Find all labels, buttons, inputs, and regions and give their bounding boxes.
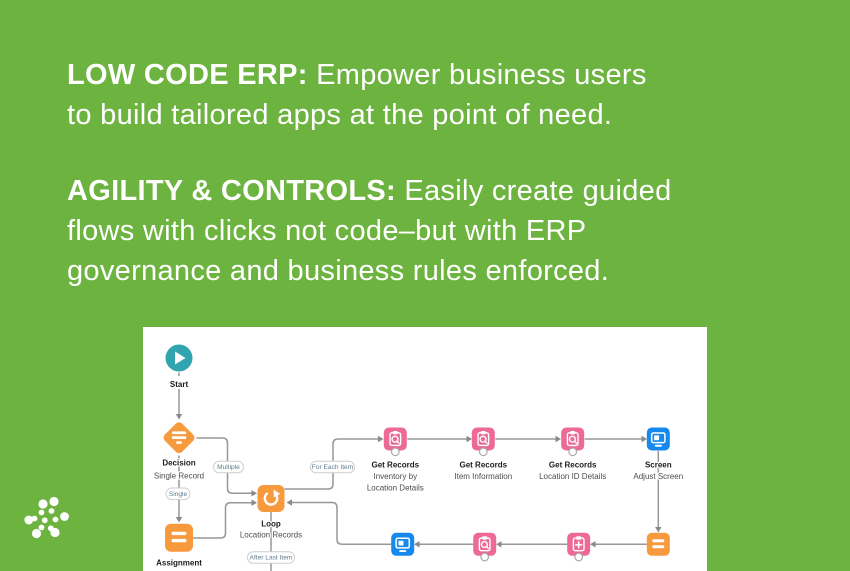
node-assignment: Assignment: [155, 523, 203, 568]
svg-text:Get Records: Get Records: [460, 460, 508, 469]
svg-text:Inventory by: Inventory by: [374, 472, 418, 481]
screen-icon: [646, 427, 670, 451]
p2-lead: AGILITY & CONTROLS:: [67, 175, 396, 207]
get-records-icon: [383, 427, 407, 451]
svg-text:Decision: Decision: [162, 458, 195, 467]
node-loop: Loop Location Records: [239, 485, 303, 541]
svg-text:Assignment: Assignment: [156, 558, 202, 567]
connector-label-multiple: Multiple: [213, 460, 244, 474]
get-records-icon: [473, 532, 497, 556]
svg-text:Get Records: Get Records: [549, 460, 597, 469]
get-records-icon: [471, 427, 495, 451]
p1-line1: Empower business users: [307, 59, 647, 91]
node-get-records-item: Get Records Item Information: [453, 427, 513, 482]
svg-text:Get Records: Get Records: [372, 460, 420, 469]
paragraph-low-code-erp: LOW CODE ERP: Empower business users to b…: [67, 55, 672, 135]
connector-label-single: Single: [165, 487, 191, 501]
svg-text:Start: Start: [170, 380, 189, 389]
svg-text:Single Record: Single Record: [154, 472, 204, 481]
p2-line3: governance and business rules enforced.: [67, 255, 610, 287]
node-get-records-4: [473, 532, 497, 562]
svg-text:Item Information: Item Information: [454, 472, 512, 481]
node-create-records: [567, 532, 591, 562]
node-assignment-2: [646, 532, 670, 556]
paragraph-agility-controls: AGILITY & CONTROLS: Easily create guided…: [67, 171, 672, 291]
connector-label-after-last-item: After Last Item: [247, 551, 295, 564]
node-get-records-inventory: Get Records Inventory by Location Detail…: [366, 427, 425, 494]
assignment-icon: [165, 523, 193, 552]
molecule-logo: [24, 496, 69, 539]
screen-icon: [391, 532, 415, 556]
flow-panel: Multiple Single For Each Item After Last…: [143, 327, 707, 571]
decision-icon: [163, 422, 195, 454]
p1-lead: LOW CODE ERP:: [67, 59, 308, 91]
headline: LOW CODE ERP: Empower business users to b…: [67, 55, 672, 291]
create-records-icon: [567, 532, 591, 556]
flow-diagram: Multiple Single For Each Item After Last…: [153, 344, 684, 571]
p1-line2: to build tailored apps at the point of n…: [67, 99, 613, 131]
assignment-icon: [646, 532, 670, 556]
svg-text:Location ID Details: Location ID Details: [539, 472, 606, 481]
svg-text:Location Details: Location Details: [367, 484, 424, 493]
svg-text:Single: Single: [169, 491, 188, 498]
svg-text:For Each Item: For Each Item: [312, 464, 354, 471]
node-screen-2: [391, 532, 415, 556]
node-get-records-location: Get Records Location ID Details: [538, 427, 607, 482]
svg-text:Adjust Screen: Adjust Screen: [633, 472, 683, 481]
get-records-icon: [561, 427, 585, 451]
node-screen-adjust: Screen Adjust Screen: [632, 427, 684, 482]
node-start: Start: [165, 344, 193, 390]
svg-text:Multiple: Multiple: [217, 464, 240, 471]
svg-text:Loop: Loop: [261, 519, 281, 528]
connector-label-for-each-item: For Each Item: [310, 460, 355, 474]
svg-text:After Last Item: After Last Item: [250, 555, 293, 562]
loop-icon: [257, 485, 285, 512]
svg-text:Location Records: Location Records: [240, 531, 302, 540]
p2-line1: Easily create guided: [396, 175, 672, 207]
node-decision: Decision Single Record: [153, 422, 205, 482]
p2-line2: flows with clicks not code–but with ERP: [67, 215, 587, 247]
svg-text:Screen: Screen: [645, 460, 672, 469]
